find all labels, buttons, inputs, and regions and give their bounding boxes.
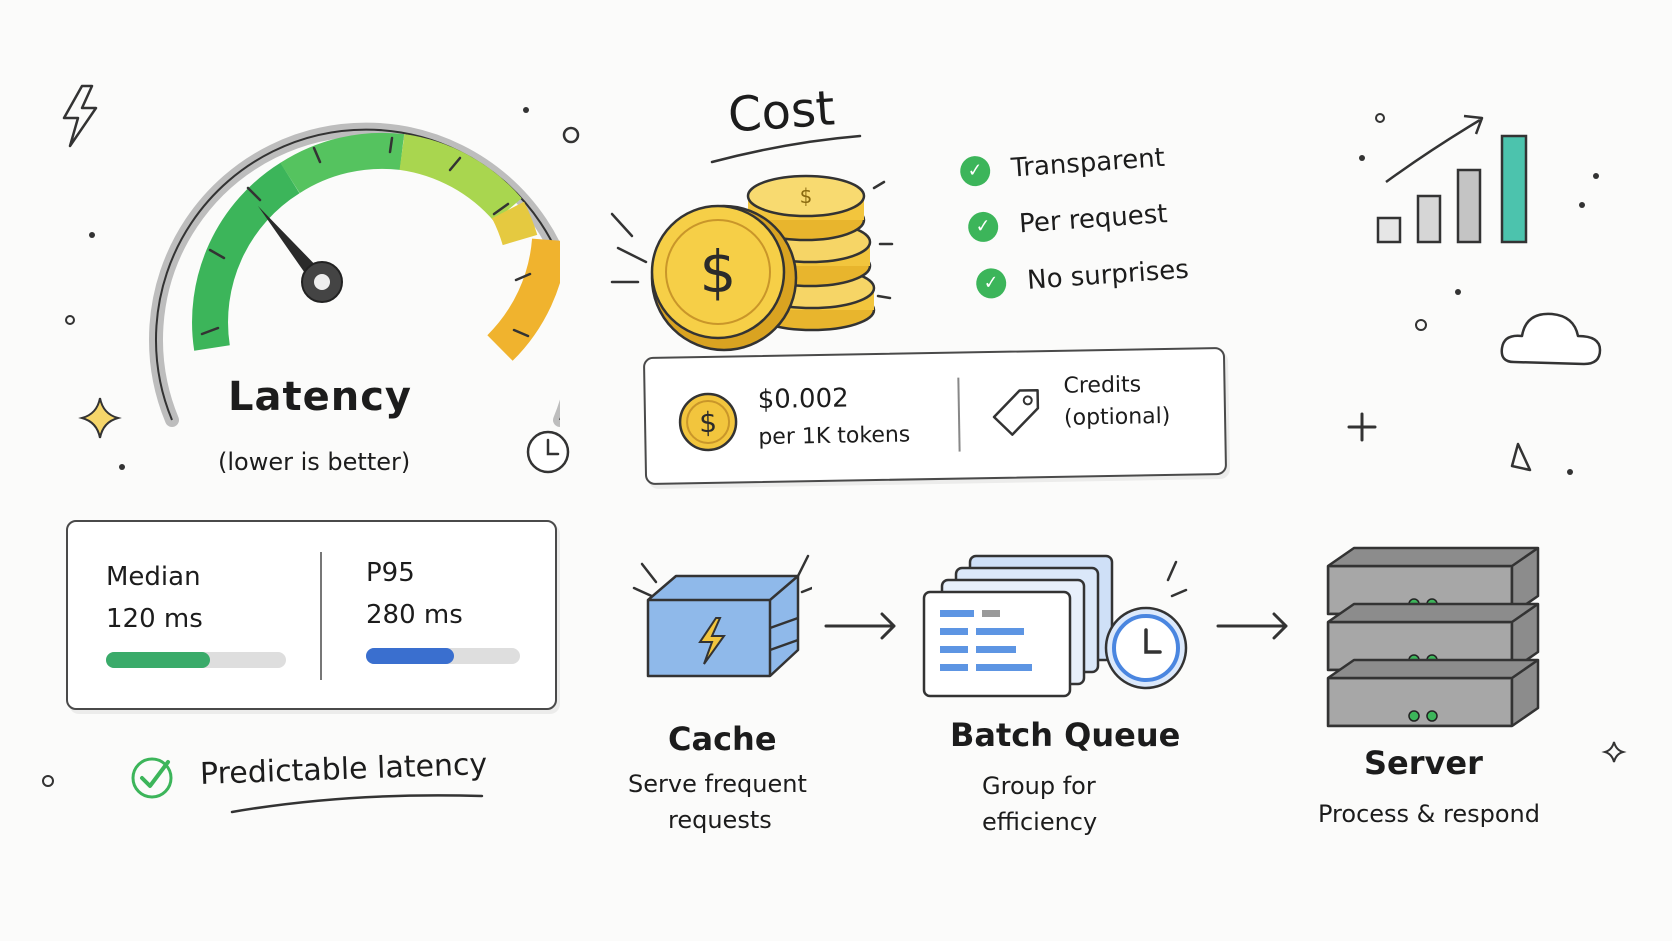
median-progress-bar (106, 652, 286, 668)
svg-text:$: $ (700, 238, 737, 306)
divider (957, 377, 961, 452)
svg-text:$: $ (699, 406, 717, 439)
cache-box-icon (632, 554, 812, 678)
server-desc: Process & respond (1318, 800, 1540, 828)
underline (230, 794, 484, 814)
lightning-icon (62, 84, 98, 148)
svg-text:$: $ (800, 184, 813, 208)
median-value: 120 ms (106, 604, 203, 634)
check-circle-icon (131, 757, 173, 799)
credits-optional: (optional) (1063, 403, 1171, 431)
pricing-card: $ $0.002 per 1K tokens Credits (optional… (642, 346, 1228, 486)
latency-subtitle: (lower is better) (218, 448, 411, 476)
batch-queue-title: Batch Queue (950, 716, 1181, 754)
cache-title: Cache (668, 720, 777, 758)
p95-progress-fill (366, 648, 454, 664)
server-title: Server (1364, 744, 1483, 782)
latency-metrics-card: Median 120 ms P95 280 ms (66, 520, 557, 710)
sparkle-small-icon (1601, 741, 1627, 763)
batch-desc-line1: Group for (982, 772, 1096, 800)
credits-label: Credits (1063, 372, 1142, 399)
bar-chart-icon (1376, 114, 1528, 244)
plus-icon (1347, 412, 1377, 442)
check-icon: ✓ (959, 155, 992, 188)
latency-title: Latency (228, 374, 412, 420)
divider (320, 552, 322, 680)
cloud-icon (1500, 312, 1602, 366)
check-icon: ✓ (967, 210, 1000, 243)
batch-desc-line2: efficiency (982, 808, 1098, 836)
coin-icon: $ (678, 392, 738, 452)
speedometer-icon (149, 122, 560, 427)
arrow-right-icon (824, 612, 896, 640)
price-unit: per 1K tokens (758, 422, 911, 451)
median-label: Median (106, 562, 201, 592)
check-icon: ✓ (975, 267, 1008, 300)
price-value: $0.002 (757, 383, 849, 416)
cache-desc-line1: Serve frequent (628, 770, 807, 798)
cost-underline (710, 134, 862, 164)
p95-value: 280 ms (366, 600, 463, 630)
sparkle-icon (78, 397, 122, 439)
clock-small-icon (526, 430, 570, 474)
p95-label: P95 (366, 558, 415, 588)
cache-desc-line2: requests (668, 806, 772, 834)
arrow-right-icon (1216, 612, 1288, 640)
tag-icon (992, 388, 1040, 436)
p95-progress-bar (366, 648, 520, 664)
coins-icon: $ $ (610, 174, 894, 352)
batch-queue-icon (922, 554, 1188, 698)
triangle-icon (1510, 442, 1532, 472)
median-progress-fill (106, 652, 211, 668)
server-icon (1326, 546, 1540, 728)
